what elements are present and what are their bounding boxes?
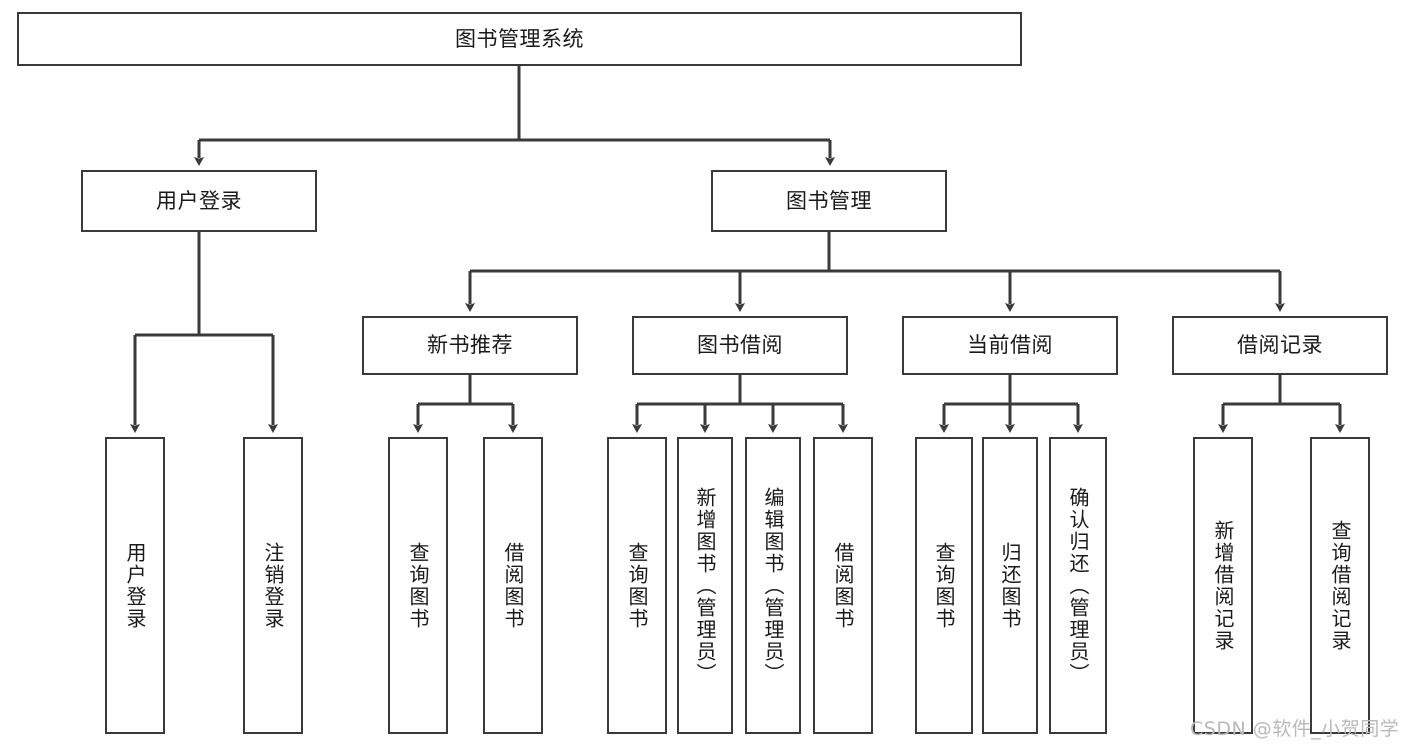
node-leaf-query-book-2-label: 查询图书 (625, 541, 649, 630)
node-new-book-recommend-label: 新书推荐 (427, 333, 513, 358)
node-book-borrow-label: 图书借阅 (697, 333, 783, 358)
node-leaf-return-book-label: 归还图书 (998, 541, 1022, 630)
node-leaf-add-book-admin-label: 新增图书（管理员） (693, 486, 717, 685)
node-leaf-query-book-1[interactable]: 查询图书 (388, 437, 448, 734)
node-leaf-query-book-1-label: 查询图书 (406, 541, 430, 630)
node-leaf-confirm-return-admin[interactable]: 确认归还（管理员） (1049, 437, 1107, 734)
node-book-manage[interactable]: 图书管理 (711, 170, 947, 232)
node-leaf-add-book-admin[interactable]: 新增图书（管理员） (677, 437, 733, 734)
node-leaf-borrow-book-2-label: 借阅图书 (831, 541, 855, 630)
node-leaf-borrow-book-1-label: 借阅图书 (501, 541, 525, 630)
node-leaf-add-borrow-record[interactable]: 新增借阅记录 (1193, 437, 1253, 734)
node-leaf-logout-login[interactable]: 注销登录 (243, 437, 303, 734)
node-leaf-query-book-3-label: 查询图书 (932, 541, 956, 630)
node-book-manage-label: 图书管理 (786, 188, 872, 213)
node-leaf-borrow-book-2[interactable]: 借阅图书 (813, 437, 873, 734)
node-user-login-label: 用户登录 (156, 188, 242, 213)
node-leaf-confirm-return-admin-label: 确认归还（管理员） (1066, 486, 1090, 685)
node-user-login[interactable]: 用户登录 (81, 170, 317, 232)
node-root[interactable]: 图书管理系统 (17, 12, 1022, 66)
node-current-borrow[interactable]: 当前借阅 (902, 316, 1118, 375)
node-book-borrow[interactable]: 图书借阅 (632, 316, 848, 375)
node-leaf-edit-book-admin-label: 编辑图书（管理员） (761, 486, 785, 685)
node-new-book-recommend[interactable]: 新书推荐 (362, 316, 578, 375)
node-leaf-user-login-label: 用户登录 (123, 541, 147, 630)
node-leaf-edit-book-admin[interactable]: 编辑图书（管理员） (745, 437, 801, 734)
node-leaf-user-login[interactable]: 用户登录 (105, 437, 165, 734)
node-borrow-record[interactable]: 借阅记录 (1172, 316, 1388, 375)
node-leaf-borrow-book-1[interactable]: 借阅图书 (483, 437, 543, 734)
node-root-label: 图书管理系统 (455, 26, 584, 51)
node-current-borrow-label: 当前借阅 (967, 333, 1053, 358)
node-leaf-query-book-2[interactable]: 查询图书 (607, 437, 667, 734)
node-leaf-query-borrow-record-label: 查询借阅记录 (1328, 519, 1352, 652)
node-leaf-query-book-3[interactable]: 查询图书 (915, 437, 973, 734)
node-borrow-record-label: 借阅记录 (1237, 333, 1323, 358)
node-leaf-return-book[interactable]: 归还图书 (982, 437, 1038, 734)
node-leaf-query-borrow-record[interactable]: 查询借阅记录 (1310, 437, 1370, 734)
node-leaf-add-borrow-record-label: 新增借阅记录 (1211, 519, 1235, 652)
node-leaf-logout-login-label: 注销登录 (261, 541, 285, 630)
